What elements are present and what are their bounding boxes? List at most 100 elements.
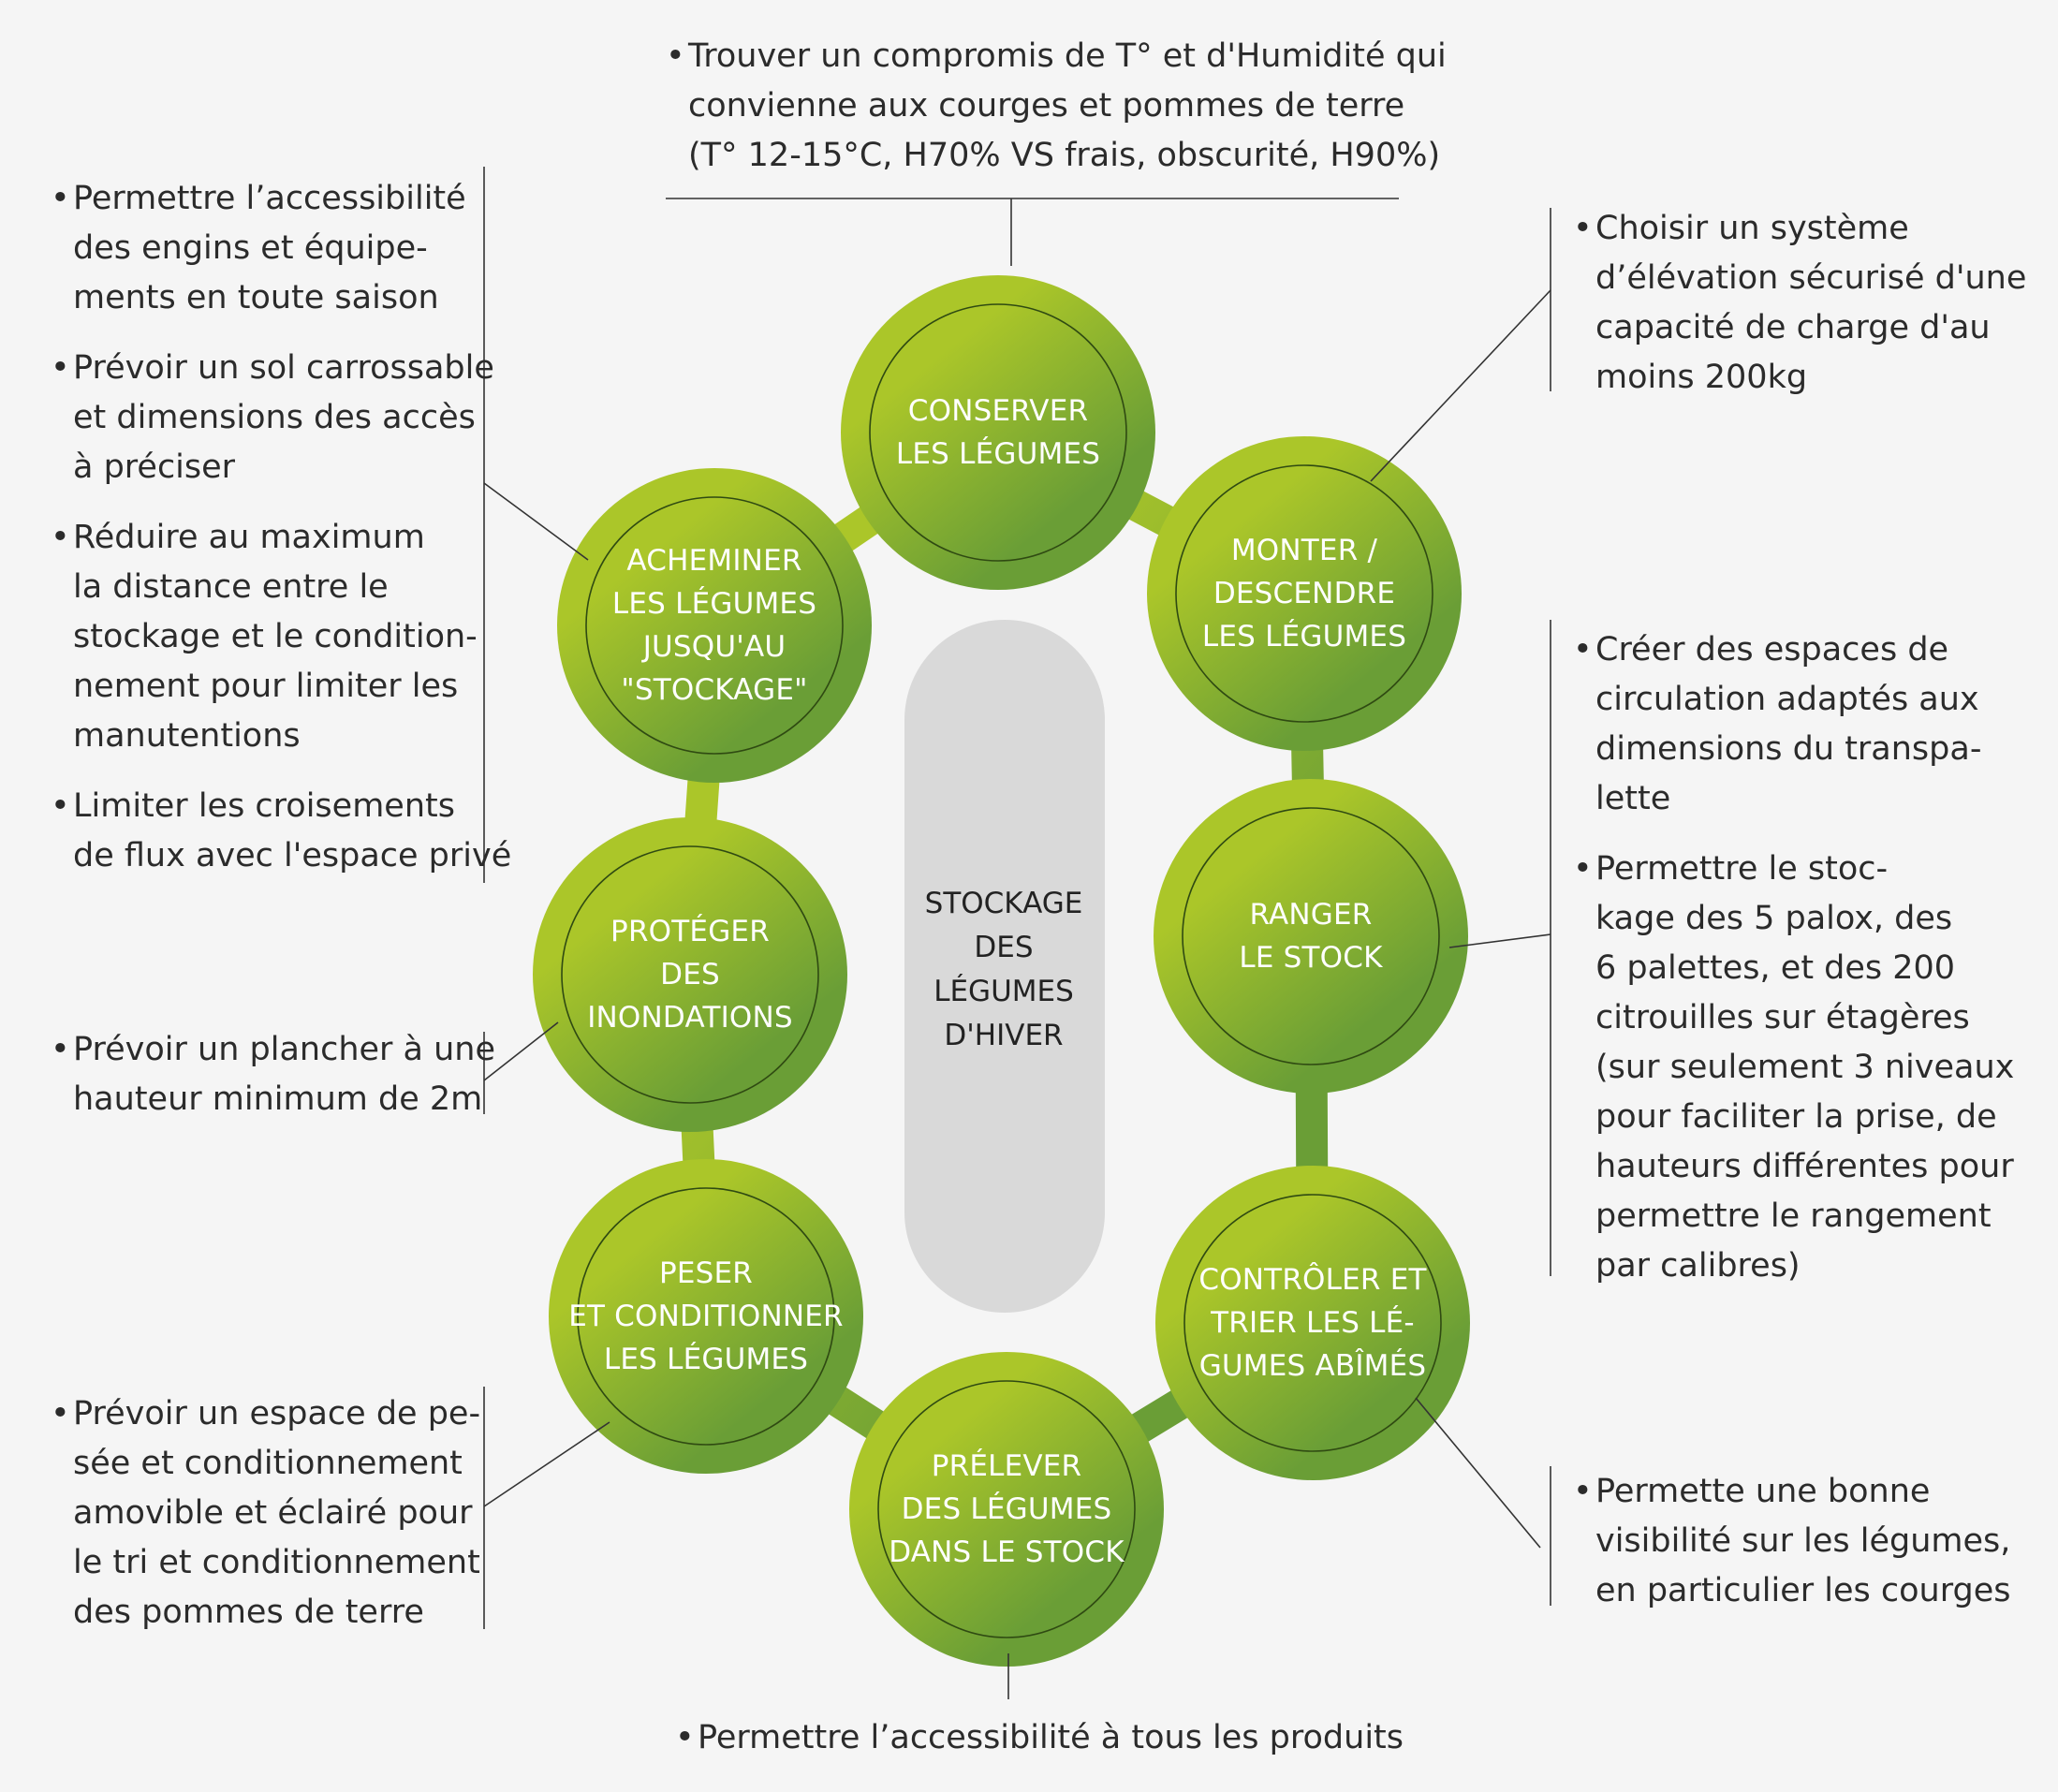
ring-bubbles — [533, 275, 1470, 1667]
bullet-icon: • — [51, 349, 70, 387]
bullet-icon: • — [666, 37, 685, 75]
bubble-ranger — [1154, 779, 1468, 1094]
note-bottom-right-item: • Permette une bonne visibilité sur les … — [1573, 1467, 2010, 1616]
note-right: • Créer des espaces de circulation adapt… — [1573, 625, 2014, 1291]
note-line: (T° 12-15°C, H70% VS frais, obscurité, H… — [688, 137, 1441, 174]
node-peser-line-1: PESER — [658, 1256, 754, 1290]
note-line: sée et conditionnement — [73, 1445, 463, 1482]
bullet-icon: • — [51, 1395, 70, 1432]
node-acheminer-line-1: ACHEMINER — [626, 544, 802, 578]
node-prelever-line-1: PRÉLEVER — [931, 1449, 1082, 1483]
node-acheminer-line-2: LES LÉGUMES — [611, 587, 817, 621]
note-line: hauteur minimum de 2m — [73, 1080, 483, 1118]
note-line: convienne aux courges et pommes de terre — [688, 87, 1405, 125]
bubble-outline-peser — [577, 1187, 835, 1446]
note-left-mid: • Prévoir un plancher à une hauteur mini… — [51, 1025, 495, 1124]
note-line: kage des 5 palox, des — [1595, 900, 1953, 937]
note-line: par calibres) — [1595, 1247, 1801, 1285]
note-line: de flux avec l'espace privé — [73, 837, 512, 874]
bullet-icon: • — [1573, 1473, 1593, 1510]
note-line: Limiter les croisements — [73, 787, 455, 825]
bullet-icon: • — [51, 519, 70, 556]
bullet-icon: • — [1573, 850, 1593, 888]
node-conserver-line-1: CONSERVER — [907, 394, 1089, 428]
bubble-peser — [549, 1159, 863, 1474]
note-line: (sur seulement 3 niveaux — [1595, 1049, 2015, 1086]
node-ranger-label: RANGER LE STOCK — [1191, 843, 1431, 1030]
center-title-line-3: LÉGUMES — [933, 975, 1074, 1008]
note-line: nement pour limiter les — [73, 668, 459, 705]
node-ranger-line-2: LE STOCK — [1239, 941, 1383, 975]
bottom-right-note-leader — [1415, 1397, 1541, 1549]
note-line: lette — [1595, 780, 1671, 817]
note-right-item-1: • Créer des espaces de circulation adapt… — [1573, 625, 2014, 824]
bubble-monter — [1147, 436, 1462, 751]
note-line: dimensions du transpa- — [1595, 730, 1982, 768]
bubble-outline-conserver — [869, 303, 1127, 562]
note-line: à préciser — [73, 448, 236, 486]
note-line: visibilité sur les légumes, — [1595, 1522, 2011, 1560]
node-proteger-line-2: DES — [660, 958, 720, 991]
note-line: Permette une bonne — [1595, 1473, 1931, 1510]
node-controler-label: CONTRÔLER ET TRIER LES LÉ- GUMES ABÎMÉS — [1193, 1229, 1433, 1417]
left-mid-note-leader — [483, 1021, 559, 1081]
node-conserver-label: CONSERVER LES LÉGUMES — [878, 339, 1118, 526]
note-line: Créer des espaces de — [1595, 631, 1949, 668]
center-title: STOCKAGE DES LÉGUMES D'HIVER — [901, 882, 1107, 1058]
top-right-note-leader — [1370, 289, 1551, 482]
note-line: Trouver un compromis de T° et d'Humidité… — [688, 37, 1447, 75]
node-peser-label: PESER ET CONDITIONNER LES LÉGUMES — [568, 1223, 843, 1410]
left-top-note-leader — [483, 482, 589, 561]
node-conserver-line-2: LES LÉGUMES — [895, 437, 1101, 471]
node-monter-line-2: DESCENDRE — [1213, 577, 1396, 610]
note-line: Choisir un système — [1595, 210, 1909, 247]
note-left-top-item-1: • Permettre l’accessibilité des engins e… — [51, 174, 511, 323]
note-line: Prévoir un plancher à une — [73, 1031, 496, 1068]
note-line: Permettre l’accessibilité — [73, 180, 466, 217]
center-pill — [904, 620, 1105, 1313]
bullet-icon: • — [1573, 631, 1593, 668]
bullet-icon: • — [1573, 210, 1593, 247]
left-bottom-note-leader — [483, 1421, 610, 1507]
node-prelever-line-3: DANS LE STOCK — [889, 1535, 1125, 1569]
node-prelever-line-2: DES LÉGUMES — [901, 1492, 1112, 1526]
note-line: circulation adaptés aux — [1595, 681, 1979, 718]
note-line: Prévoir un sol carrossable — [73, 349, 494, 387]
bubble-inner-outlines — [561, 303, 1442, 1638]
note-left-top: • Permettre l’accessibilité des engins e… — [51, 174, 511, 881]
note-line: hauteurs différentes pour — [1595, 1148, 2014, 1185]
node-acheminer-line-4: "STOCKAGE" — [621, 673, 808, 707]
note-line: Réduire au maximum — [73, 519, 425, 556]
node-controler-line-1: CONTRÔLER ET — [1198, 1263, 1427, 1297]
node-ranger-line-1: RANGER — [1249, 898, 1373, 932]
note-line: et dimensions des accès — [73, 399, 476, 436]
leader-lines — [483, 167, 1551, 1699]
note-left-top-item-4: • Limiter les croisements de flux avec l… — [51, 782, 511, 881]
node-monter-label: MONTER / DESCENDRE LES LÉGUMES — [1184, 500, 1424, 687]
note-left-top-item-3: • Réduire au maximum la distance entre l… — [51, 513, 511, 761]
note-line: 6 palettes, et des 200 — [1595, 949, 1956, 987]
note-line: moins 200kg — [1595, 359, 1808, 396]
node-acheminer-line-3: JUSQU'AU — [642, 630, 786, 664]
note-top-item: • Trouver un compromis de T° et d'Humidi… — [666, 32, 1447, 181]
note-line: en particulier les courges — [1595, 1572, 2011, 1609]
node-monter-line-1: MONTER / — [1230, 534, 1378, 567]
center-title-line-1: STOCKAGE — [924, 887, 1083, 920]
node-acheminer-label: ACHEMINER LES LÉGUMES JUSQU'AU "STOCKAGE… — [595, 532, 834, 719]
note-top-right-item: • Choisir un système d’élévation sécuris… — [1573, 204, 2026, 403]
bubble-prelever — [849, 1352, 1164, 1667]
bullet-icon: • — [51, 180, 70, 217]
note-bottom-right: • Permette une bonne visibilité sur les … — [1573, 1467, 2010, 1616]
node-proteger-label: PROTÉGER DES INONDATIONS — [570, 881, 810, 1068]
right-note-leader — [1448, 933, 1551, 948]
note-line: Permettre l’accessibilité à tous les pro… — [698, 1719, 1404, 1756]
note-bottom: • Permettre l’accessibilité à tous les p… — [675, 1713, 1404, 1763]
note-line: d’élévation sécurisé d'une — [1595, 259, 2027, 297]
node-proteger-line-3: INONDATIONS — [587, 1001, 793, 1035]
note-bottom-item: • Permettre l’accessibilité à tous les p… — [675, 1713, 1404, 1763]
bubble-outline-prelever — [877, 1380, 1136, 1638]
node-peser-line-3: LES LÉGUMES — [603, 1343, 809, 1376]
note-right-item-2: • Permettre le stoc- kage des 5 palox, d… — [1573, 845, 2014, 1291]
node-proteger-line-1: PROTÉGER — [610, 915, 770, 948]
